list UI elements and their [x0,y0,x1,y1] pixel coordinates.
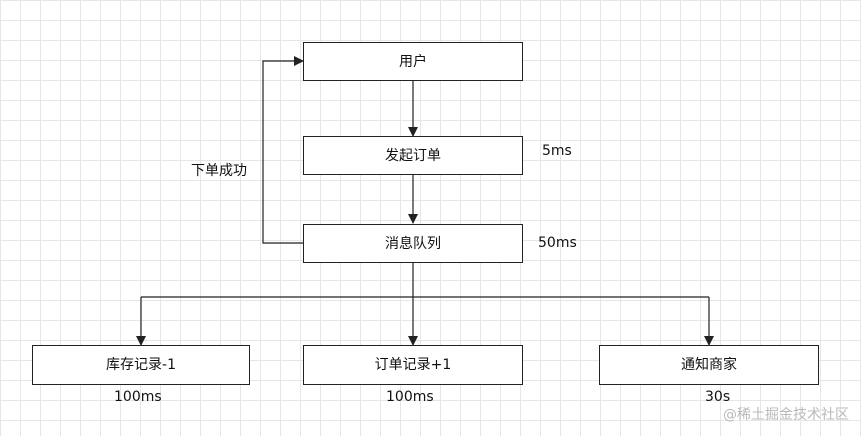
node-inventory-label: 库存记录-1 [106,357,176,373]
node-place-order-label: 发起订单 [385,147,441,164]
node-user: 用户 [303,42,523,81]
label-time-inventory: 100ms [114,389,162,405]
edge-message-queue-to-user [262,56,304,244]
node-user-label: 用户 [399,53,427,70]
node-message-queue-label: 消息队列 [385,235,441,252]
node-inventory: 库存记录-1 [32,345,250,385]
node-order-record-label: 订单记录+1 [374,357,452,373]
node-message-queue: 消息队列 [303,224,523,263]
label-time-notify-merchant: 30s [705,389,731,405]
node-order-record: 订单记录+1 [303,345,523,385]
watermark: @稀土掘金技术社区 [723,407,849,423]
node-notify-merchant: 通知商家 [599,345,819,385]
label-time-order-record: 100ms [386,389,434,405]
node-notify-merchant-label: 通知商家 [681,357,737,373]
node-place-order: 发起订单 [303,136,523,175]
label-time-place-order: 5ms [542,143,572,159]
label-order-success: 下单成功 [191,163,247,179]
label-time-message-queue: 50ms [538,235,577,251]
